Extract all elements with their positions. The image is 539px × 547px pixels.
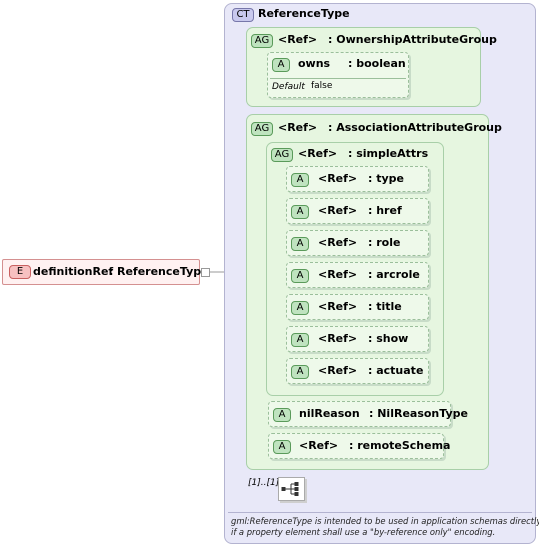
annotation-divider xyxy=(228,512,532,513)
nilreason-badge: A xyxy=(273,408,291,422)
sequence-icon xyxy=(281,482,299,496)
element-definitionref[interactable]: E definitionRef : ReferenceType xyxy=(2,259,209,285)
actuate-badge: A xyxy=(291,365,309,379)
remoteschema-badge: A xyxy=(273,440,291,454)
title-name: : title xyxy=(368,300,402,313)
show-badge: A xyxy=(291,333,309,347)
attribute-type[interactable]: A <Ref> : type xyxy=(286,166,429,192)
type-ref: <Ref> xyxy=(318,172,358,185)
href-badge: A xyxy=(291,205,309,219)
nilreason-name: nilReason xyxy=(299,407,360,420)
nilreason-type: : NilReasonType xyxy=(369,407,468,420)
expand-toggle-icon[interactable] xyxy=(201,268,210,277)
attribute-remoteschema[interactable]: A <Ref> : remoteSchema xyxy=(268,433,450,459)
show-ref: <Ref> xyxy=(318,332,358,345)
sequence-compositor[interactable] xyxy=(278,477,305,501)
role-name: : role xyxy=(368,236,401,249)
arcrole-name: : arcrole xyxy=(368,268,420,281)
remoteschema-ref: <Ref> xyxy=(299,439,339,452)
attribute-title[interactable]: A <Ref> : title xyxy=(286,294,429,320)
title-ref: <Ref> xyxy=(318,300,358,313)
element-name: definitionRef xyxy=(33,265,114,278)
element-type: ReferenceType xyxy=(117,265,209,278)
href-ref: <Ref> xyxy=(318,204,358,217)
attribute-arcrole[interactable]: A <Ref> : arcrole xyxy=(286,262,429,288)
association-group-name: : AssociationAttributeGroup xyxy=(328,121,502,134)
show-name: : show xyxy=(368,332,409,345)
arcrole-badge: A xyxy=(291,269,309,283)
type-name: : type xyxy=(368,172,404,185)
simpleattrs-badge: AG xyxy=(271,148,293,162)
association-group-ref: <Ref> xyxy=(278,121,318,134)
owns-divider xyxy=(270,78,406,79)
attribute-href[interactable]: A <Ref> : href xyxy=(286,198,429,224)
attribute-actuate[interactable]: A <Ref> : actuate xyxy=(286,358,429,384)
complex-type-badge: CT xyxy=(232,8,254,22)
annotation-text: gml:ReferenceType is intended to be used… xyxy=(231,516,539,538)
href-name: : href xyxy=(368,204,402,217)
sequence-multiplicity: [1]..[1] xyxy=(248,478,280,488)
actuate-ref: <Ref> xyxy=(318,364,358,377)
actuate-name: : actuate xyxy=(368,364,424,377)
complex-type-name[interactable]: ReferenceType xyxy=(258,7,350,20)
attribute-nilreason[interactable]: A nilReason : NilReasonType xyxy=(268,401,468,427)
type-badge: A xyxy=(291,173,309,187)
annotation-line-2: if a property element shall use a "by-re… xyxy=(231,527,496,537)
role-ref: <Ref> xyxy=(318,236,358,249)
annotation-line-1: gml:ReferenceType is intended to be used… xyxy=(231,516,539,526)
remoteschema-name: : remoteSchema xyxy=(349,439,451,452)
ownership-group-name: : OwnershipAttributeGroup xyxy=(328,33,497,46)
attribute-role[interactable]: A <Ref> : role xyxy=(286,230,429,256)
owns-default-label: Default xyxy=(272,82,305,92)
title-badge: A xyxy=(291,301,309,315)
simpleattrs-ref: <Ref> xyxy=(298,147,338,160)
ownership-group-badge: AG xyxy=(251,34,273,48)
simpleattrs-name: : simpleAttrs xyxy=(348,147,429,160)
arcrole-ref: <Ref> xyxy=(318,268,358,281)
element-badge: E xyxy=(9,265,31,279)
owns-default-value: false xyxy=(311,81,333,91)
role-badge: A xyxy=(291,237,309,251)
owns-name: owns xyxy=(298,57,331,70)
attribute-show[interactable]: A <Ref> : show xyxy=(286,326,429,352)
owns-type: : boolean xyxy=(348,57,406,70)
attribute-owns[interactable] xyxy=(267,52,409,98)
association-group-badge: AG xyxy=(251,122,273,136)
owns-badge: A xyxy=(272,58,290,72)
ownership-group-ref: <Ref> xyxy=(278,33,318,46)
element-type-separator: : xyxy=(109,265,114,278)
